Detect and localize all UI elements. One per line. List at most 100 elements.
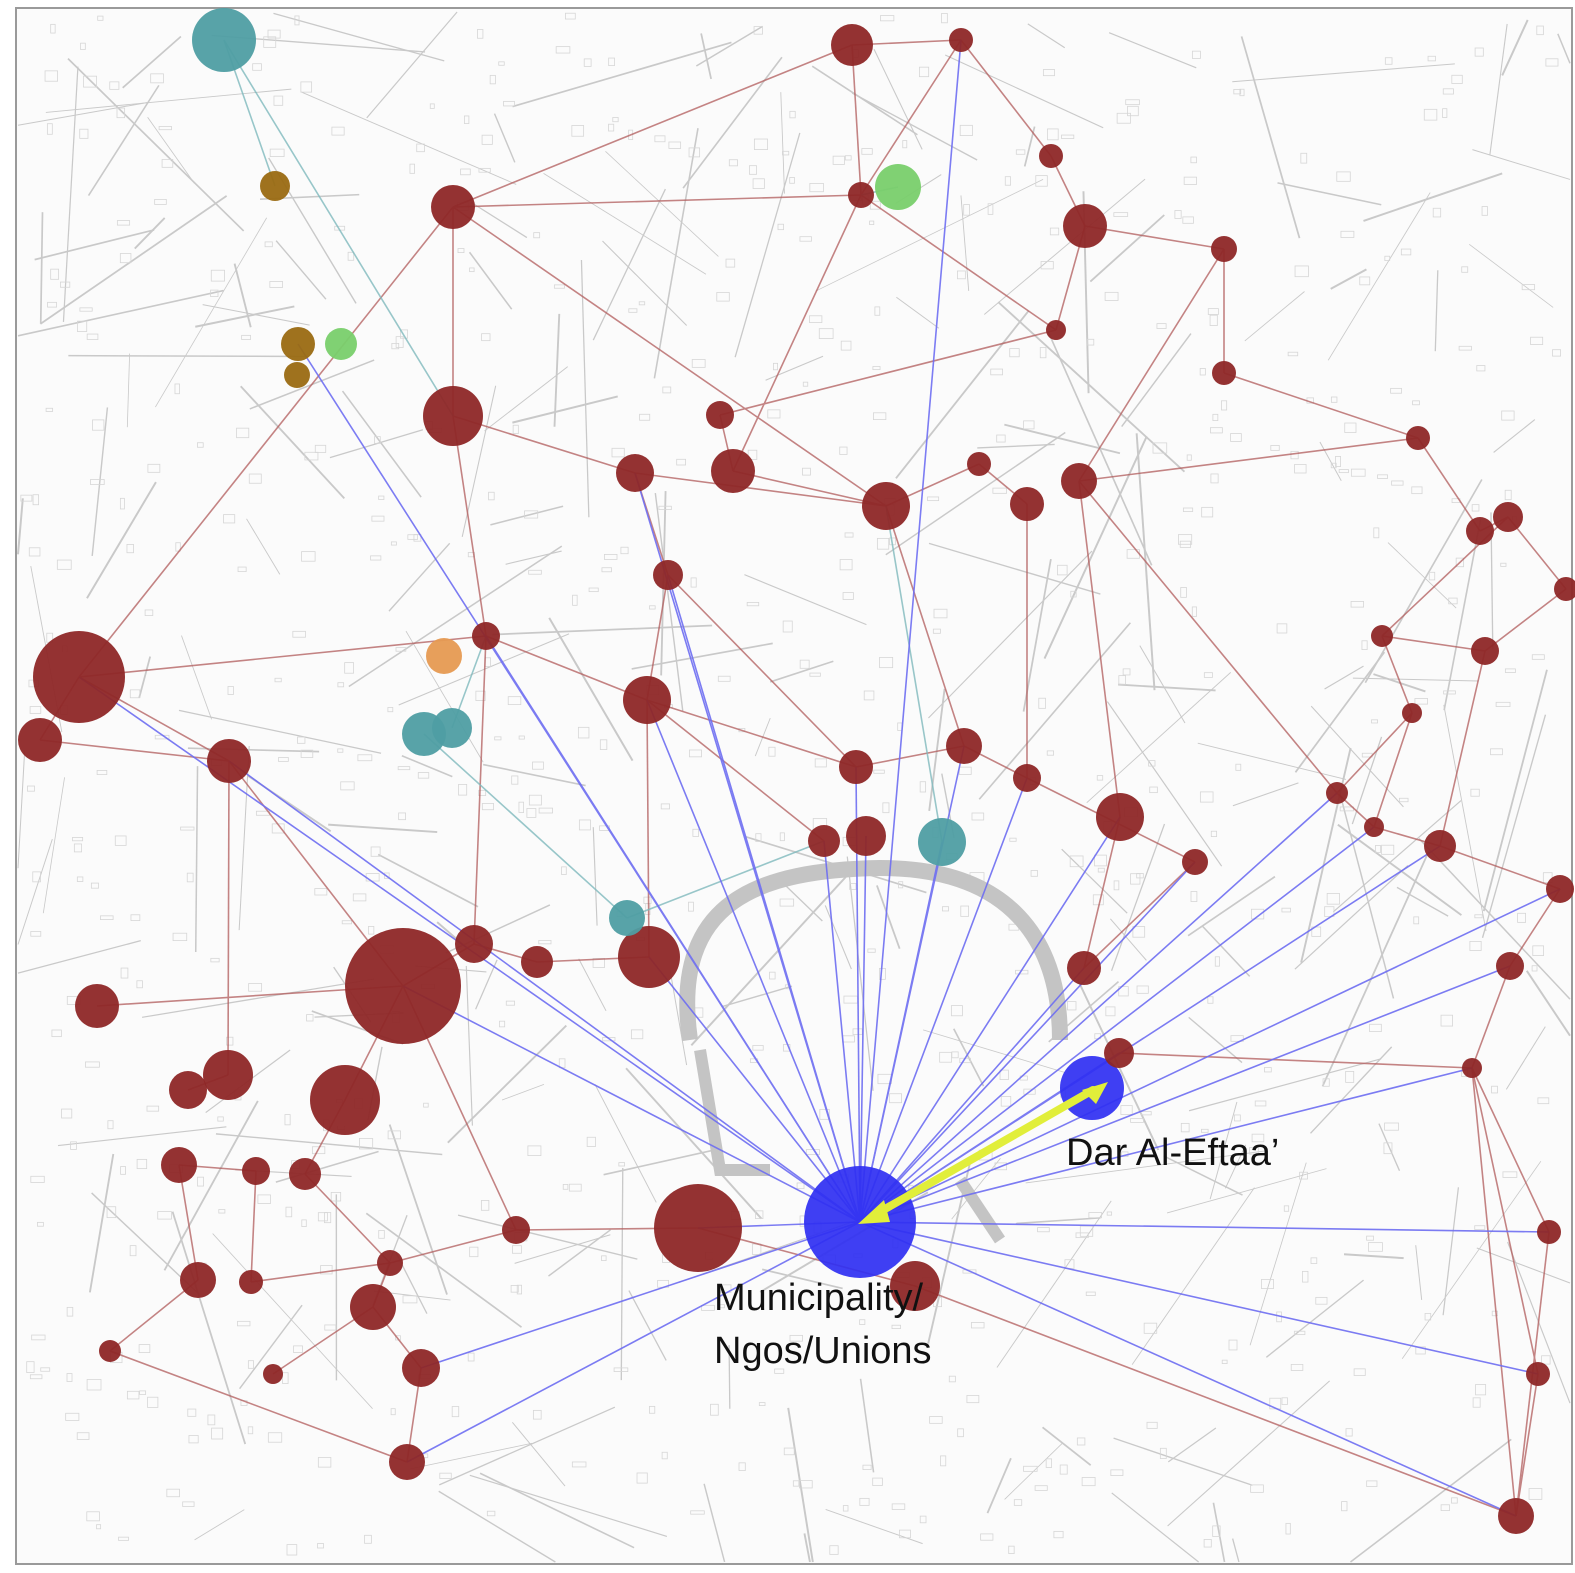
building-outline — [1075, 1232, 1089, 1239]
building-outline — [1023, 1088, 1036, 1095]
building-outline — [1536, 25, 1544, 36]
street-line — [155, 217, 268, 408]
building-outline — [1130, 873, 1141, 885]
building-outline — [1495, 701, 1511, 707]
building-outline — [344, 662, 354, 674]
street-line — [1015, 1217, 1101, 1225]
building-outline — [1004, 176, 1011, 186]
network-node — [1402, 703, 1422, 723]
building-outline — [717, 675, 731, 682]
building-outline — [829, 1545, 839, 1555]
building-outline — [1432, 207, 1442, 218]
building-outline — [966, 1395, 980, 1404]
street-line — [479, 1472, 635, 1549]
building-outline — [1039, 347, 1047, 359]
red-edge — [389, 1229, 517, 1264]
building-outline — [1178, 534, 1193, 545]
building-outline — [1400, 248, 1412, 256]
building-outline — [136, 1158, 148, 1170]
building-outline — [1096, 775, 1104, 781]
network-node — [426, 638, 462, 674]
building-outline — [728, 159, 738, 167]
building-outline — [661, 1451, 668, 1460]
building-outline — [374, 436, 381, 444]
street-line — [1022, 558, 1052, 712]
building-outline — [301, 551, 316, 562]
street-line — [447, 1024, 567, 1144]
street-line — [803, 1533, 811, 1563]
building-outline — [1517, 912, 1526, 923]
network-node — [207, 739, 251, 783]
red-edge — [109, 1279, 199, 1352]
building-outline — [620, 546, 629, 555]
street-line — [365, 1212, 523, 1328]
building-outline — [37, 1221, 44, 1227]
building-outline — [844, 155, 852, 161]
building-outline — [528, 569, 542, 575]
building-outline — [553, 284, 565, 289]
building-outline — [460, 168, 471, 176]
building-outline — [269, 281, 283, 288]
building-outline — [306, 1014, 314, 1022]
building-outline — [248, 473, 262, 484]
building-outline — [1210, 830, 1218, 837]
building-outline — [398, 812, 406, 821]
building-outline — [186, 872, 194, 883]
building-outline — [510, 1285, 519, 1293]
building-outline — [136, 980, 143, 989]
building-outline — [119, 253, 132, 264]
building-outline — [407, 534, 418, 540]
building-outline — [753, 26, 763, 35]
network-node — [949, 28, 973, 52]
street-line — [1324, 665, 1364, 690]
street-line — [505, 550, 562, 565]
building-outline — [639, 413, 651, 421]
street-line — [1167, 1380, 1330, 1527]
red-edge — [1083, 816, 1121, 969]
municipality-label-line2: Ngos/Unions — [714, 1330, 932, 1372]
red-edge — [1471, 1067, 1550, 1233]
building-outline — [129, 689, 141, 699]
building-outline — [120, 1166, 126, 1175]
building-outline — [1472, 1397, 1481, 1408]
building-outline — [777, 223, 784, 231]
network-node — [242, 1157, 270, 1185]
building-outline — [1156, 323, 1167, 329]
street-line — [377, 853, 479, 908]
street-line — [17, 750, 26, 869]
blue-edge — [406, 1221, 861, 1463]
red-edge — [1439, 845, 1561, 890]
street-line — [592, 188, 666, 341]
building-outline — [524, 510, 539, 519]
network-node — [1371, 625, 1393, 647]
building-outline — [992, 487, 1007, 494]
building-outline — [1442, 108, 1448, 118]
street-line — [734, 132, 801, 358]
street-line — [1163, 1155, 1243, 1196]
building-outline — [1113, 880, 1120, 891]
building-outline — [267, 29, 281, 39]
building-outline — [859, 1497, 870, 1506]
building-outline — [1300, 152, 1308, 164]
teal-edge — [423, 733, 628, 919]
building-outline — [126, 544, 134, 554]
building-outline — [879, 657, 894, 669]
network-node — [263, 1364, 283, 1384]
building-outline — [533, 232, 541, 239]
blue-edge — [823, 840, 861, 1223]
building-outline — [1552, 349, 1561, 357]
street-line — [986, 1457, 1012, 1514]
network-node — [1182, 849, 1208, 875]
street-line — [977, 443, 1055, 449]
building-outline — [648, 1405, 656, 1414]
network-node — [377, 1250, 403, 1276]
building-outline — [457, 248, 465, 253]
building-outline — [30, 1175, 45, 1183]
building-outline — [464, 115, 470, 124]
building-outline — [417, 772, 430, 779]
red-edge — [1509, 888, 1561, 967]
building-outline — [1059, 1464, 1068, 1475]
building-outline — [1531, 965, 1538, 972]
building-outline — [397, 766, 411, 771]
building-outline — [789, 1334, 803, 1342]
